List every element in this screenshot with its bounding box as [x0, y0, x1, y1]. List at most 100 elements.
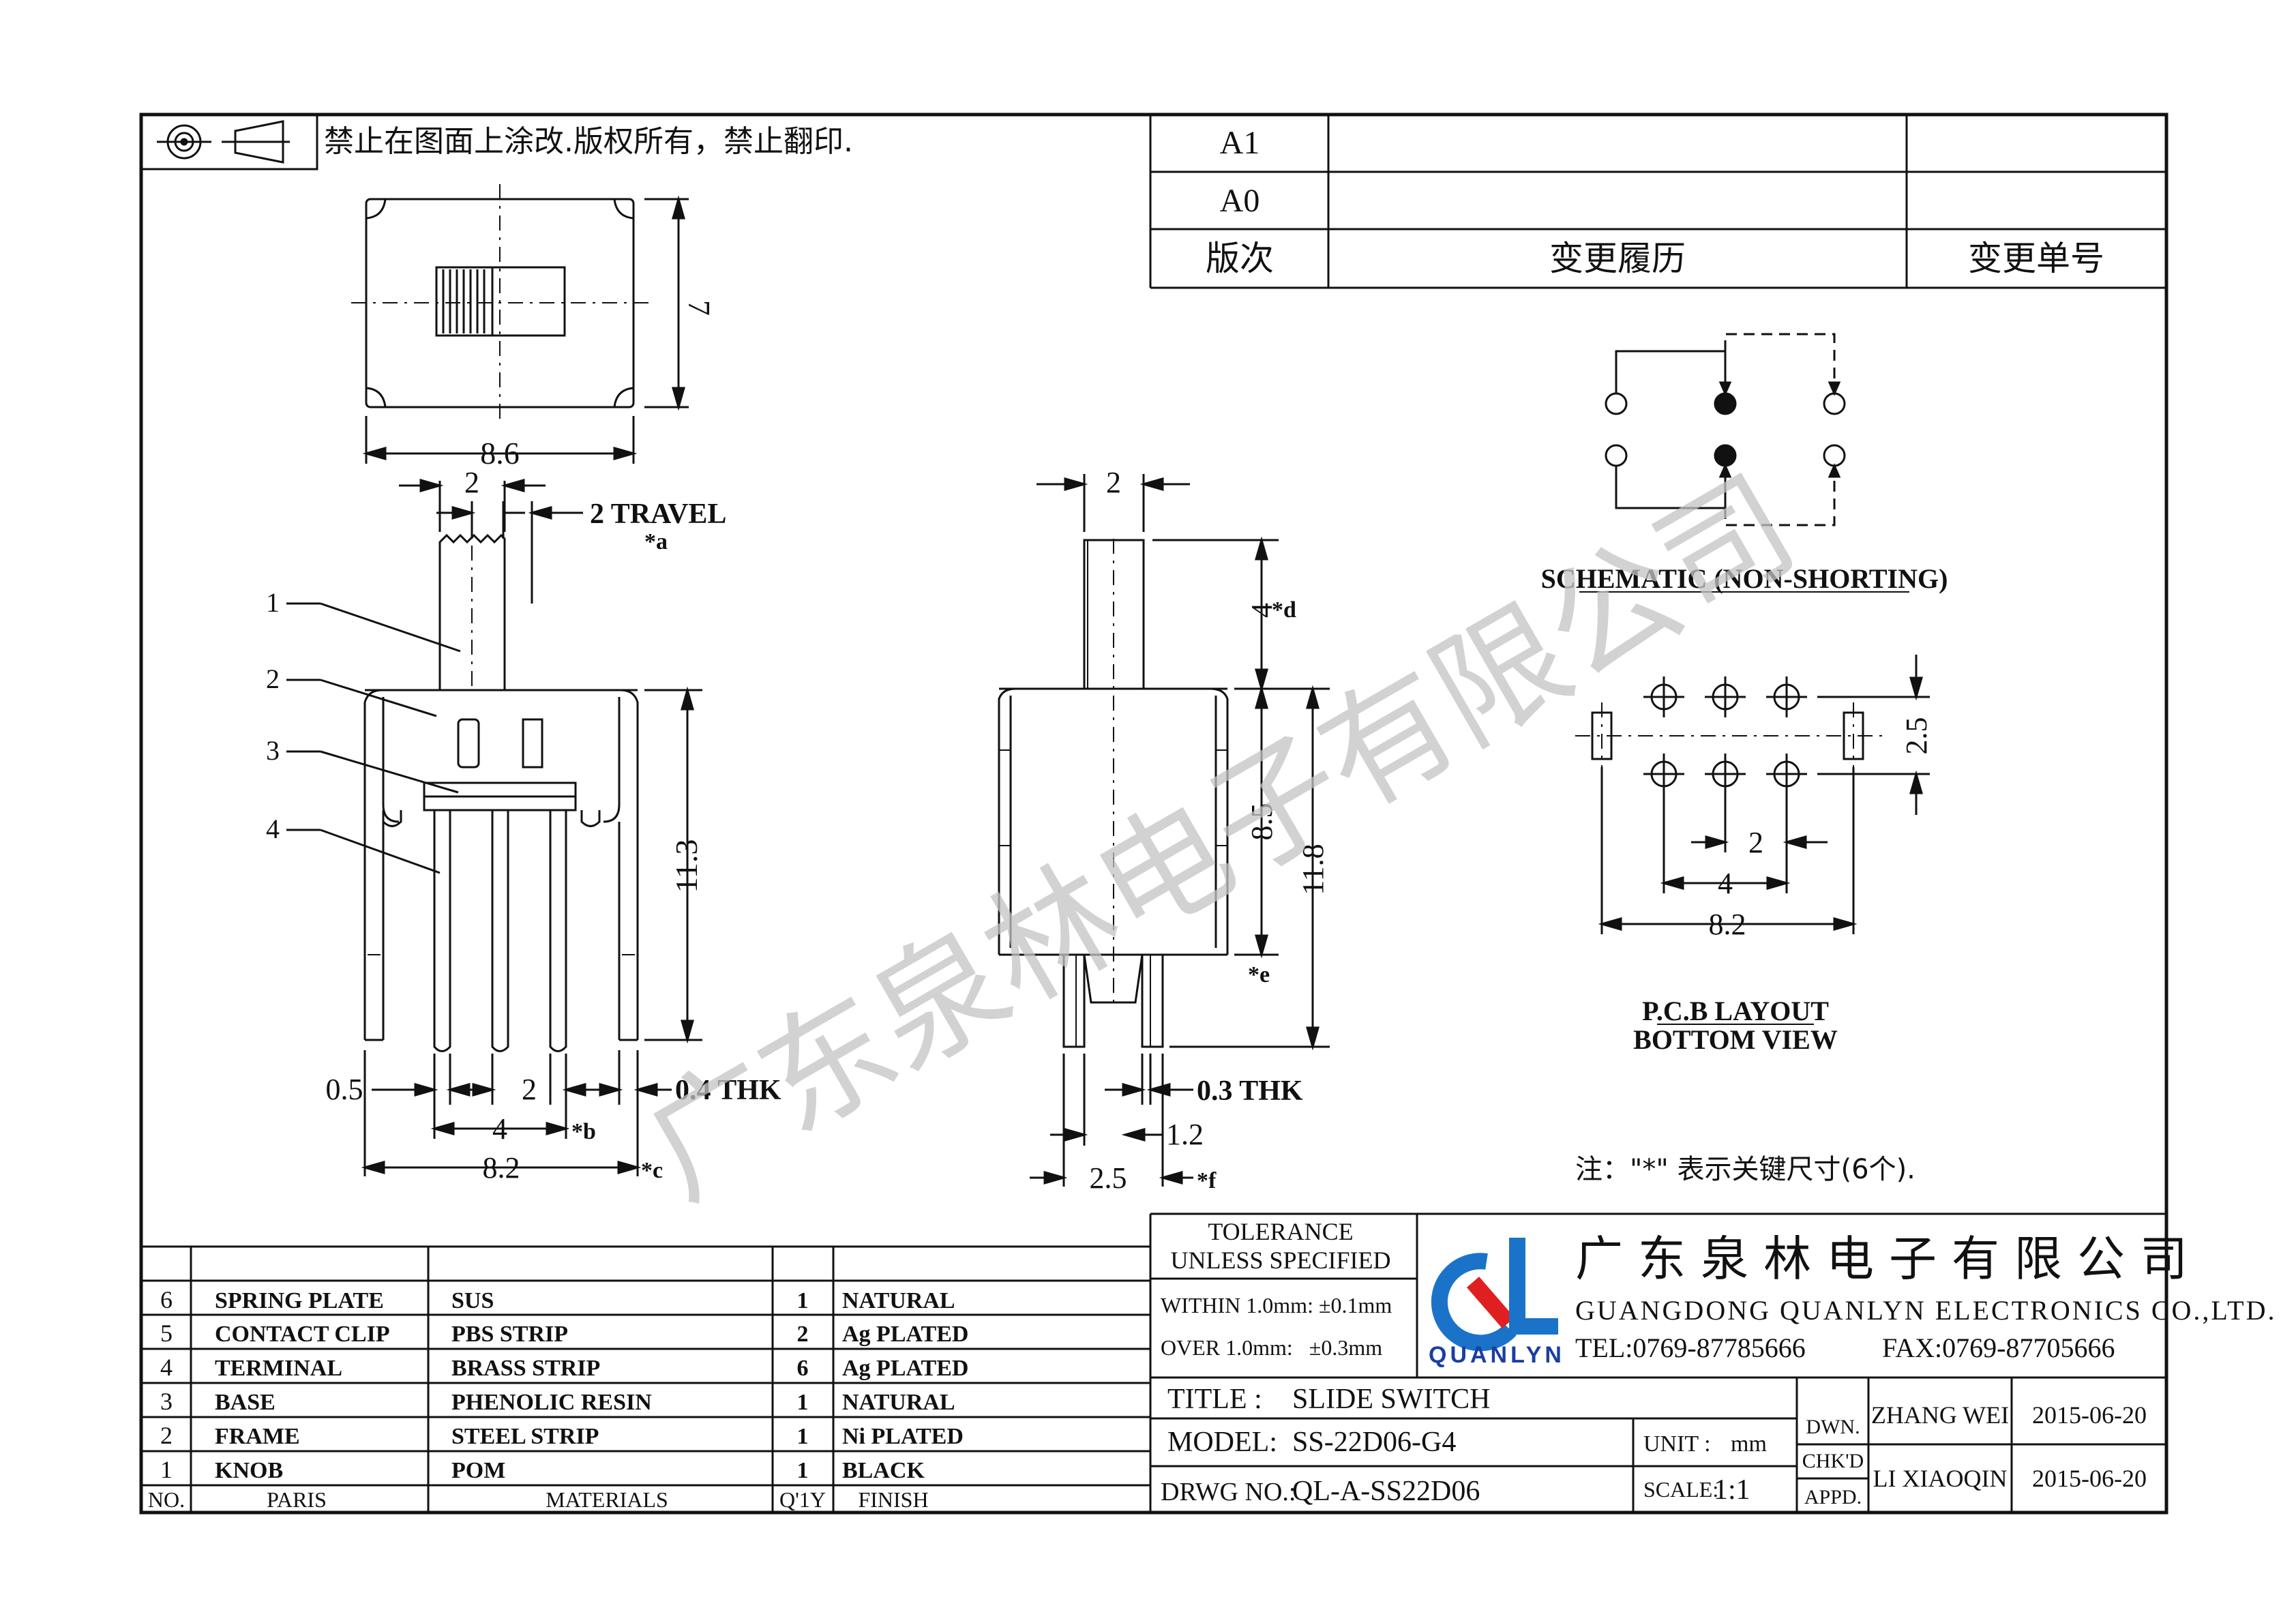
pcb-span-dim: 4	[1718, 867, 1733, 900]
bom-row-qty: 1	[797, 1424, 809, 1449]
chkd-label: CHK'D	[1802, 1450, 1864, 1472]
front-knob-width-dim: 2	[464, 466, 479, 499]
bom-row-material: PBS STRIP	[451, 1322, 568, 1347]
bom-header-qty: Q'1Y	[779, 1487, 826, 1512]
side-knob-height-dim: 4	[1245, 603, 1279, 618]
bom-row-material: SUS	[451, 1288, 494, 1313]
drwg-value: QL-A-SS22D06	[1292, 1476, 1480, 1507]
tolerance-title1: TOLERANCE	[1208, 1218, 1353, 1245]
company-logo-text: QUANLYN	[1429, 1342, 1565, 1368]
revision-table	[1149, 115, 2166, 289]
revision-row-a0: A0	[1220, 183, 1260, 219]
callout-1: 1	[266, 587, 280, 618]
side-total-height-dim: 11.8	[1296, 844, 1330, 895]
company-logo-icon	[1431, 1238, 1558, 1352]
bom-row-no: 5	[160, 1320, 173, 1347]
bom-row-finish: Ag PLATED	[842, 1322, 968, 1347]
bom-header-material: MATERIALS	[546, 1487, 668, 1512]
pcb-total-dim: 8.2	[1709, 908, 1746, 941]
side-knob-width-dim: 2	[1106, 466, 1121, 499]
appd-label: APPD.	[1804, 1486, 1862, 1508]
notice-text: 禁止在图面上涂改.版权所有，禁止翻印.	[324, 124, 853, 159]
bom-row-material: PHENOLIC RESIN	[451, 1390, 652, 1415]
company-tel: TEL:0769-87785666	[1575, 1332, 1806, 1363]
bom-row-qty: 1	[797, 1390, 809, 1415]
front-pin-span-mark: *b	[571, 1119, 596, 1144]
side-view	[998, 474, 1330, 1187]
checked-date: 2015-06-20	[2032, 1465, 2147, 1492]
side-pin-width-dim: 1.2	[1166, 1118, 1204, 1151]
bom-row-no: 6	[160, 1286, 173, 1313]
bom-row-no: 4	[160, 1354, 173, 1381]
checked-by: LI XIAOQIN	[1873, 1465, 2008, 1492]
schematic-label: SCHEMATIC (NON-SHORTING)	[1541, 563, 1948, 594]
bom-header-no: NO.	[148, 1487, 185, 1512]
bom-row-no: 3	[160, 1388, 173, 1415]
drwg-label: DRWG NO.:	[1161, 1478, 1296, 1506]
sheet-frame	[139, 113, 2168, 1515]
bom-row-qty: 1	[797, 1458, 809, 1483]
pcb-label-line2: BOTTOM VIEW	[1633, 1024, 1838, 1055]
front-pin-offset-dim: 0.5	[326, 1073, 363, 1106]
bom-row-part: CONTACT CLIP	[215, 1322, 390, 1347]
side-thickness-dim: 0.3 THK	[1197, 1075, 1303, 1107]
callout-2: 2	[266, 664, 280, 694]
revision-row-a1: A1	[1220, 125, 1260, 161]
bom-row-part: SPRING PLATE	[215, 1288, 384, 1313]
front-view	[286, 479, 702, 1176]
side-knob-height-mark: *d	[1272, 597, 1296, 623]
company-fax: FAX:0769-87705666	[1882, 1332, 2115, 1363]
bom-row-no: 2	[160, 1422, 173, 1449]
bom-row-finish: Ag PLATED	[842, 1356, 968, 1381]
drawn-date: 2015-06-20	[2032, 1401, 2147, 1429]
title-value: SLIDE SWITCH	[1292, 1384, 1490, 1415]
bom-header-part: PARIS	[267, 1487, 327, 1512]
bom-row-material: BRASS STRIP	[451, 1356, 600, 1381]
bom-row-no: 1	[160, 1456, 173, 1483]
revision-header-version: 版次	[1206, 239, 1274, 278]
pcb-row-pitch-dim: 2.5	[1900, 717, 1933, 755]
pcb-label-line1: P.C.B LAYOUT	[1642, 996, 1829, 1026]
bom-row-part: KNOB	[215, 1458, 283, 1483]
front-thickness-dim: 0.4 THK	[675, 1075, 781, 1106]
revision-header-history: 变更履历	[1549, 239, 1686, 278]
bom-row-material: POM	[451, 1458, 505, 1483]
bom-row-qty: 1	[797, 1288, 809, 1313]
front-travel-dim: 2 TRAVEL	[590, 498, 726, 530]
bom-row-finish: Ni PLATED	[842, 1424, 964, 1449]
front-width-mark: *c	[641, 1158, 663, 1183]
bom-rows: 6 SPRING PLATE SUS 1 NATURAL 5 CONTACT C…	[148, 1286, 969, 1512]
title-label: TITLE :	[1167, 1384, 1262, 1415]
unit-label: UNIT :	[1643, 1431, 1711, 1457]
pcb-pitch-dim: 2	[1748, 826, 1763, 859]
side-pin-span-mark: *f	[1197, 1168, 1217, 1193]
side-body-height-mark: *e	[1248, 962, 1270, 987]
tolerance-title2: UNLESS SPECIFIED	[1170, 1247, 1390, 1274]
bom-row-material: STEEL STRIP	[451, 1424, 599, 1449]
revision-header-change-no: 变更单号	[1968, 239, 2104, 278]
company-name-cn: 广东泉林电子有限公司	[1575, 1231, 2203, 1287]
drawn-by: ZHANG WEI	[1871, 1401, 2009, 1429]
scale-value: 1:1	[1714, 1474, 1750, 1506]
front-width-dim: 8.2	[483, 1151, 520, 1185]
dwn-label: DWN.	[1806, 1416, 1860, 1438]
front-pin-span-dim: 4	[492, 1112, 507, 1146]
tolerance-over: OVER 1.0mm: ±0.3mm	[1161, 1335, 1382, 1360]
front-height-dim: 11.3	[669, 839, 704, 893]
front-travel-mark: *a	[644, 529, 668, 554]
scale-label: SCALE:	[1643, 1477, 1718, 1502]
notice-box	[140, 113, 318, 170]
bom-row-qty: 2	[797, 1322, 809, 1347]
bom-table	[141, 1214, 1152, 1513]
bom-row-finish: BLACK	[842, 1458, 925, 1483]
bom-row-qty: 6	[797, 1356, 809, 1381]
watermark: 广东泉林电子有限公司	[622, 449, 1819, 1227]
unit-value: mm	[1731, 1431, 1767, 1457]
callout-4: 4	[266, 814, 280, 844]
side-body-height-dim: 8.5	[1245, 803, 1279, 841]
schematic	[1579, 333, 1909, 593]
top-view-width-dim: 8.6	[480, 436, 520, 471]
key-dimension-note: 注："*" 表示关键尺寸(6个).	[1575, 1154, 1915, 1185]
model-label: MODEL:	[1167, 1427, 1277, 1458]
